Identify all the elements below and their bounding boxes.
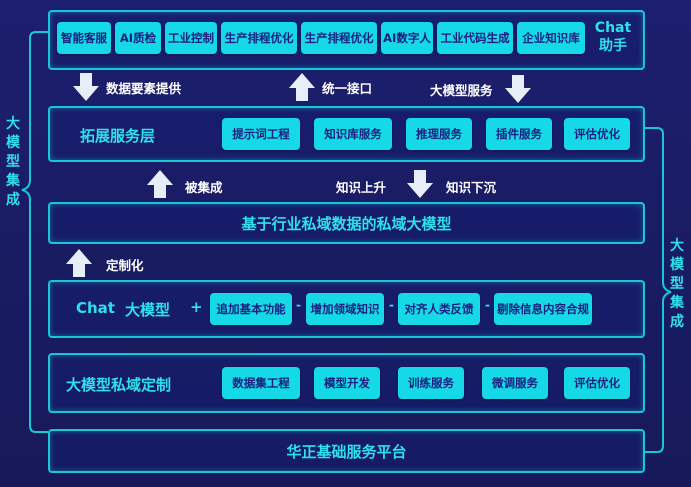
- app-chip-digital-human: AI数字人: [381, 22, 433, 54]
- left-bracket: [21, 31, 48, 433]
- chat-chip-basic-functions: 追加基本功能: [210, 293, 292, 325]
- arrow-up-interface-icon: [289, 73, 315, 101]
- customize-label: 定制化: [106, 258, 144, 273]
- chat-model-title-b: 大模型: [125, 301, 171, 319]
- dash-3: -: [485, 298, 490, 312]
- app-chip-scheduling-1: 生产排程优化: [221, 22, 297, 54]
- right-side-label: 大 模 型 集 成: [670, 238, 684, 330]
- app-chip-scheduling-2: 生产排程优化: [301, 22, 377, 54]
- app-chip-code-gen: 工业代码生成: [437, 22, 513, 54]
- chat-chip-human-feedback: 对齐人类反馈: [398, 293, 480, 325]
- custom-chip-model-dev: 模型开发: [314, 367, 380, 399]
- knowledge-up-label: 知识上升: [336, 180, 387, 195]
- custom-chip-training: 训练服务: [398, 367, 464, 399]
- platform-title: 华正基础服务平台: [286, 443, 407, 461]
- chat-assistant-title: Chat 助手: [594, 20, 632, 54]
- private-custom-title: 大模型私域定制: [66, 376, 172, 394]
- ext-chip-knowledge: 知识库服务: [314, 118, 392, 150]
- arrow-down-knowledge-icon: [407, 170, 433, 198]
- app-chip-ai-inspection: AI质检: [115, 22, 161, 54]
- private-model-panel: [48, 202, 645, 244]
- integrated-label: 被集成: [185, 180, 223, 195]
- custom-chip-evaluation: 评估优化: [564, 367, 630, 399]
- ext-chip-plugin: 插件服务: [486, 118, 552, 150]
- left-side-label: 大 模 型 集 成: [6, 116, 20, 208]
- unified-interface-label: 统一接口: [322, 81, 373, 96]
- custom-chip-dataset: 数据集工程: [222, 367, 300, 399]
- arrow-down-data-icon: [73, 73, 99, 101]
- dash-2: -: [389, 298, 394, 312]
- platform-panel: [48, 429, 645, 473]
- dash-1: -: [296, 298, 301, 312]
- app-chip-knowledge-base: 企业知识库: [517, 22, 585, 54]
- ext-chip-prompt: 提示词工程: [222, 118, 300, 150]
- extension-title: 拓展服务层: [80, 127, 156, 145]
- ext-chip-evaluation: 评估优化: [564, 118, 630, 150]
- arrow-up-customize-icon: [66, 249, 92, 277]
- chat-chip-domain-knowledge: 增加领域知识: [306, 293, 384, 325]
- llm-service-label: 大模型服务: [430, 83, 493, 98]
- right-bracket: [645, 127, 672, 453]
- app-chip-industrial-control: 工业控制: [165, 22, 217, 54]
- knowledge-down-label: 知识下沉: [446, 180, 497, 195]
- custom-chip-finetune: 微调服务: [482, 367, 548, 399]
- chat-model-title-a: Chat: [76, 299, 115, 317]
- app-chip-smart-service: 智能客服: [57, 22, 111, 54]
- private-model-title: 基于行业私域数据的私域大模型: [241, 215, 452, 233]
- arrow-up-integrated-icon: [147, 170, 173, 198]
- chat-chip-compliance: 剔除信息内容合规: [494, 293, 592, 325]
- plus-sign: +: [190, 298, 203, 316]
- data-elements-label: 数据要素提供: [106, 81, 182, 96]
- arrow-down-service-icon: [505, 75, 531, 103]
- ext-chip-inference: 推理服务: [406, 118, 472, 150]
